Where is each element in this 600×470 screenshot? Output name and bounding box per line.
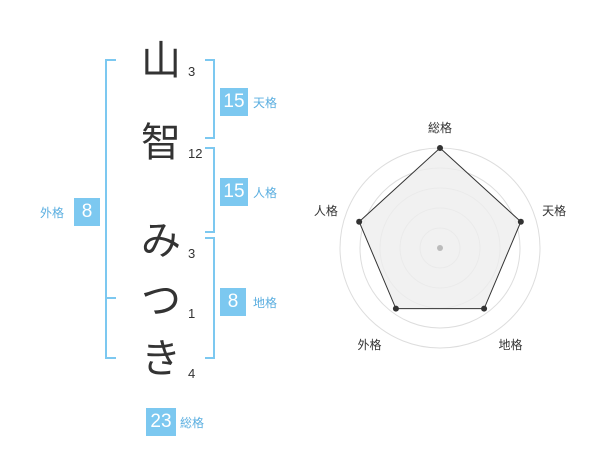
tenkaku-badge: 15 <box>220 88 248 116</box>
radar-point-1 <box>437 145 443 151</box>
stroke-count-2: 12 <box>188 146 203 161</box>
stroke-count-5: 4 <box>188 366 196 381</box>
tenkaku-bracket <box>205 59 215 139</box>
stroke-count-4: 1 <box>188 306 196 321</box>
radar-point-3 <box>481 305 488 312</box>
soukaku-label: 総格 <box>180 416 205 430</box>
gaikaku-bracket <box>105 59 116 359</box>
radar-axis-label-2: 天格 <box>542 203 566 218</box>
radar-series-area <box>358 147 522 310</box>
radar-axis-label-3: 地格 <box>499 337 523 352</box>
name-char-4: つ <box>141 278 181 324</box>
name-char-2: 智 <box>141 120 181 166</box>
radar-point-4 <box>392 305 399 312</box>
radar-axis-label-4: 外格 <box>357 337 381 352</box>
radar-center-dot <box>437 245 443 251</box>
jinkaku-bracket <box>205 147 215 233</box>
jinkaku-badge: 15 <box>220 178 248 206</box>
radar-axis-label-5: 人格 <box>314 203 338 218</box>
gaikaku-badge: 8 <box>74 198 100 226</box>
name-char-1: 山 <box>141 38 181 84</box>
stroke-count-3: 3 <box>188 246 196 261</box>
chikaku-label: 地格 <box>253 296 278 310</box>
radar-point-2 <box>517 218 524 225</box>
gaikaku-label: 外格 <box>40 206 65 220</box>
name-char-5: き <box>141 336 181 382</box>
chikaku-bracket <box>205 237 215 359</box>
chikaku-badge: 8 <box>220 288 246 316</box>
radar-axis-label-1: 総格 <box>428 120 452 135</box>
tenkaku-label: 天格 <box>253 96 278 110</box>
name-char-3: み <box>141 218 181 264</box>
stroke-count-1: 3 <box>188 64 196 79</box>
radar-point-5 <box>356 218 363 225</box>
soukaku-badge: 23 <box>146 408 176 436</box>
jinkaku-label: 人格 <box>253 186 278 200</box>
